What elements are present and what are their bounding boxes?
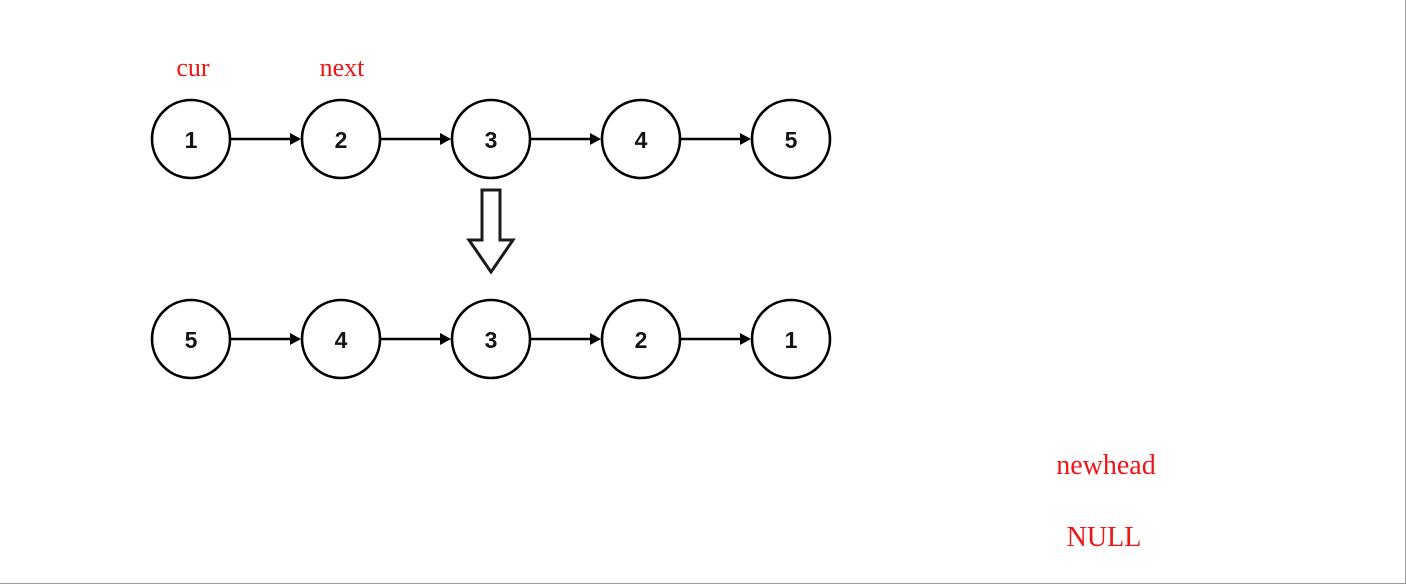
reversed-list-nodes: 5 4 3 2 1 <box>150 298 832 380</box>
node-circle <box>600 298 682 380</box>
link-arrow-head <box>290 133 301 145</box>
original-list-links <box>231 133 751 145</box>
list-node[interactable]: 2 <box>300 98 382 180</box>
transform-down-arrow <box>466 188 516 275</box>
list-node[interactable]: 5 <box>750 98 832 180</box>
list-node[interactable]: 2 <box>600 298 682 380</box>
list-node[interactable]: 5 <box>150 298 232 380</box>
node-value-label: 1 <box>185 127 198 153</box>
annotation-newhead: newhead <box>1056 450 1156 481</box>
link-arrow-head <box>290 333 301 345</box>
node-circle <box>600 98 682 180</box>
node-circle <box>300 298 382 380</box>
node-value-label: 5 <box>185 327 198 353</box>
link-arrow-head <box>740 333 751 345</box>
list-node[interactable]: 1 <box>750 298 832 380</box>
node-circle <box>750 98 832 180</box>
node-value-label: 4 <box>635 127 648 153</box>
node-circle <box>300 98 382 180</box>
node-circle <box>450 98 532 180</box>
node-value-label: 2 <box>635 327 648 353</box>
list-node[interactable]: 4 <box>300 298 382 380</box>
transform-arrow-shape <box>466 188 516 275</box>
list-node[interactable]: 1 <box>150 98 232 180</box>
link-arrow-head <box>590 333 601 345</box>
node-value-label: 3 <box>485 327 498 353</box>
link-arrow-head <box>740 133 751 145</box>
node-value-label: 5 <box>785 127 798 153</box>
node-circle <box>150 98 232 180</box>
node-value-label: 2 <box>335 127 348 153</box>
list-node[interactable]: 4 <box>600 98 682 180</box>
link-arrow-head <box>440 333 451 345</box>
node-value-label: 3 <box>485 127 498 153</box>
list-node[interactable]: 3 <box>450 298 532 380</box>
list-node[interactable]: 3 <box>450 98 532 180</box>
node-circle <box>450 298 532 380</box>
reversed-list-links <box>231 333 751 345</box>
node-value-label: 4 <box>335 327 348 353</box>
link-arrow-head <box>440 133 451 145</box>
annotation-cur: cur <box>176 53 210 82</box>
node-circle <box>150 298 232 380</box>
original-list-nodes: 1 2 3 4 5 <box>150 98 832 180</box>
annotation-next: next <box>320 53 366 82</box>
node-value-label: 1 <box>785 327 798 353</box>
link-arrow-head <box>590 133 601 145</box>
annotation-null: NULL <box>1067 522 1142 553</box>
node-circle <box>750 298 832 380</box>
